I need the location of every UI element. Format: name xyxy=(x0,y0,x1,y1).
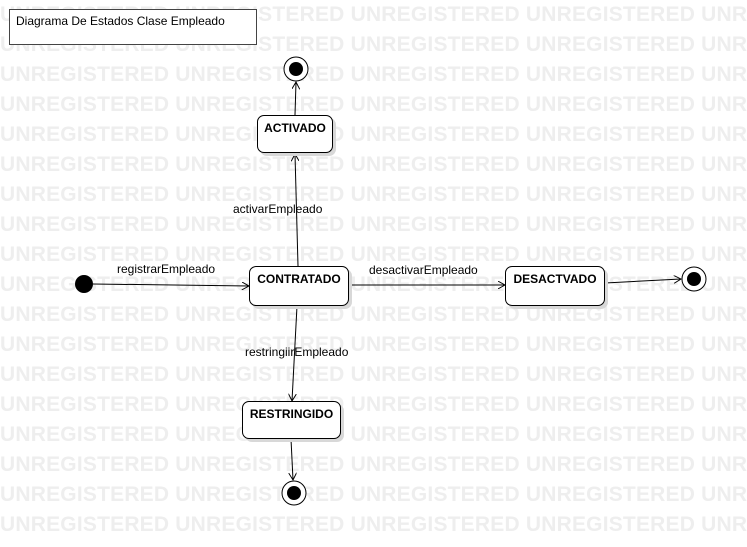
watermark-row: UNREGISTERED UNREGISTERED UNREGISTERED U… xyxy=(0,93,747,116)
watermark-row: UNREGISTERED UNREGISTERED UNREGISTERED U… xyxy=(0,303,747,326)
state-activado-label: ACTIVADO xyxy=(264,121,326,135)
watermark-row: UNREGISTERED UNREGISTERED UNREGISTERED U… xyxy=(0,153,747,176)
transition-label-desactivar: desactivarEmpleado xyxy=(369,263,478,277)
initial-state-node xyxy=(75,275,93,293)
diagram-title: Diagrama De Estados Clase Empleado xyxy=(16,14,225,28)
final-state-right xyxy=(681,266,707,292)
watermark-row: UNREGISTERED UNREGISTERED UNREGISTERED U… xyxy=(0,183,747,206)
watermark-row: UNREGISTERED UNREGISTERED UNREGISTERED U… xyxy=(0,243,747,266)
edge-restringido-to-final xyxy=(291,438,293,480)
edge-contratado-to-activado xyxy=(295,154,298,267)
watermark-row: UNREGISTERED UNREGISTERED UNREGISTERED U… xyxy=(0,423,747,446)
watermark-row: UNREGISTERED UNREGISTERED UNREGISTERED U… xyxy=(0,63,747,86)
edge-activado-to-final xyxy=(295,82,296,116)
diagram-title-box: Diagrama De Estados Clase Empleado xyxy=(9,9,257,45)
state-activado[interactable]: ACTIVADO xyxy=(257,115,333,153)
watermark-row: UNREGISTERED UNREGISTERED UNREGISTERED U… xyxy=(0,453,747,476)
edge-initial-to-contratado xyxy=(92,284,249,286)
watermark-row: UNREGISTERED UNREGISTERED UNREGISTERED U… xyxy=(0,513,747,536)
transition-label-activar: activarEmpleado xyxy=(233,202,323,216)
watermark-row: UNREGISTERED UNREGISTERED UNREGISTERED U… xyxy=(0,333,747,356)
watermark-row: UNREGISTERED UNREGISTERED UNREGISTERED U… xyxy=(0,363,747,386)
watermark-row: UNREGISTERED UNREGISTERED UNREGISTERED U… xyxy=(0,123,747,146)
watermark-row: UNREGISTERED UNREGISTERED UNREGISTERED U… xyxy=(0,393,747,416)
final-state-top xyxy=(283,56,309,82)
watermark-row: UNREGISTERED UNREGISTERED UNREGISTERED U… xyxy=(0,483,747,506)
state-contratado[interactable]: CONTRATADO xyxy=(249,266,349,306)
watermark-row: UNREGISTERED UNREGISTERED UNREGISTERED U… xyxy=(0,213,747,236)
edge-desactvado-to-final xyxy=(604,279,681,284)
state-restringido-label: RESTRINGIDO xyxy=(249,407,334,421)
final-state-bottom xyxy=(281,480,307,506)
state-contratado-label: CONTRATADO xyxy=(257,272,341,286)
transition-label-restringir: restringiirEmpleado xyxy=(245,345,349,359)
state-restringido[interactable]: RESTRINGIDO xyxy=(242,401,341,439)
edge-contratado-to-restringido xyxy=(292,305,298,401)
state-desactvado-label: DESACTVADO xyxy=(513,272,597,286)
state-desactvado[interactable]: DESACTVADO xyxy=(505,266,605,306)
transition-label-registrar: registrarEmpleado xyxy=(117,262,216,276)
